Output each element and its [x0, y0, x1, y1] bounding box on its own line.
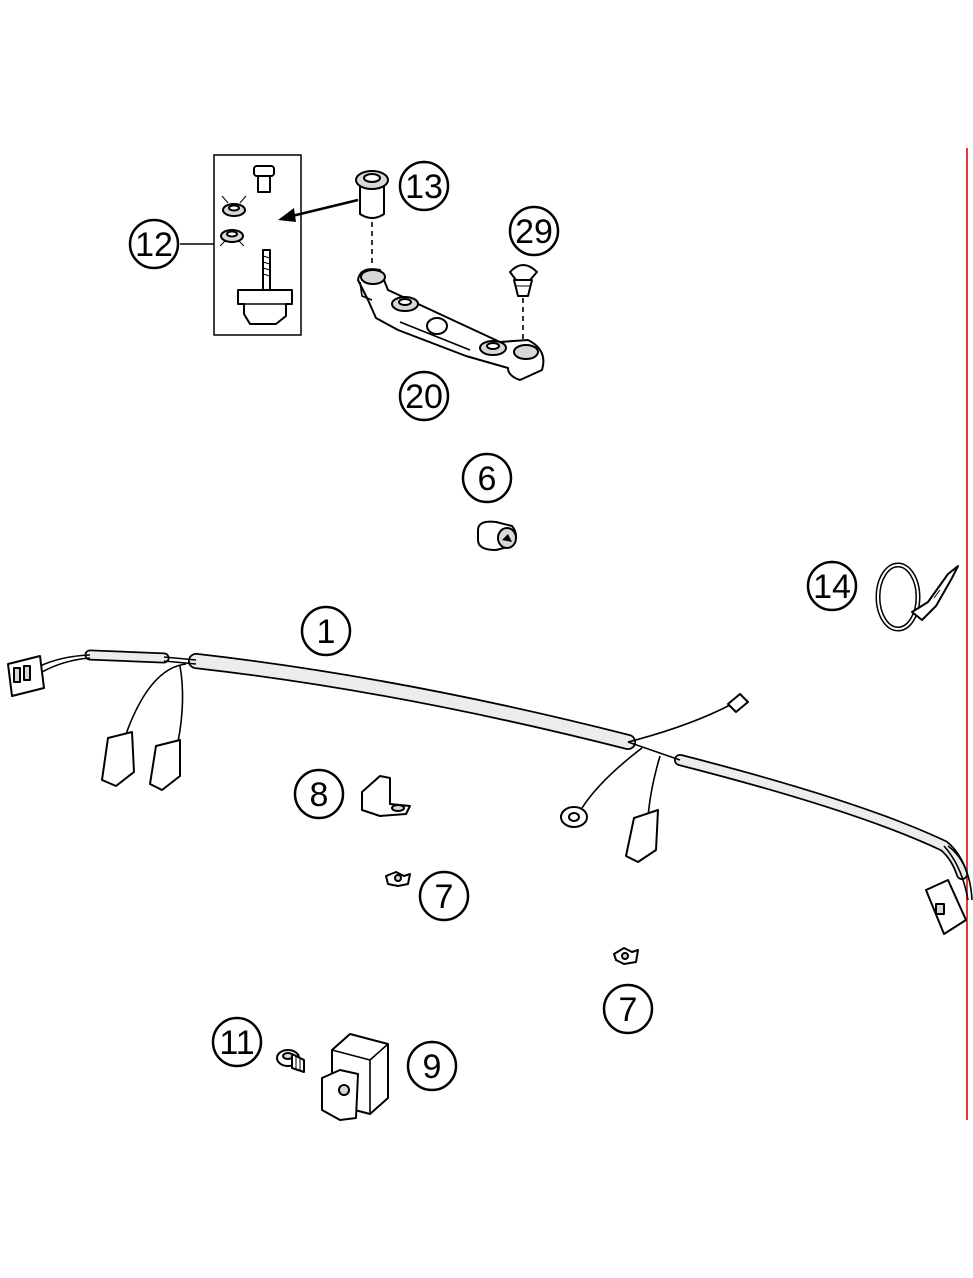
clip-part-7a: [385, 871, 411, 887]
svg-text:14: 14: [813, 568, 851, 606]
svg-text:20: 20: [405, 378, 443, 416]
pointer-arrow: [278, 198, 359, 222]
push-rivet-part-29: [509, 264, 538, 297]
svg-text:7: 7: [619, 991, 638, 1029]
callout-20: 20: [398, 370, 450, 422]
callout-29: 29: [508, 205, 560, 257]
callout-12: 12: [128, 218, 214, 270]
svg-text:13: 13: [405, 168, 443, 206]
detail-box-12: [213, 154, 302, 336]
callout-6: 6: [461, 452, 513, 504]
callout-9: 9: [406, 1040, 458, 1092]
svg-text:9: 9: [423, 1048, 442, 1086]
clip-part-7b: [613, 947, 639, 965]
nut-part: [219, 195, 247, 247]
svg-text:29: 29: [515, 213, 553, 251]
svg-text:6: 6: [478, 460, 497, 498]
screw-part-11: [276, 1049, 305, 1073]
callout-14: 14: [806, 560, 858, 612]
callout-8: 8: [293, 768, 345, 820]
callout-7a: 7: [418, 870, 470, 922]
wiring-harness-part-1: [7, 649, 973, 935]
stud-clip-part: [237, 249, 293, 325]
svg-text:7: 7: [435, 878, 454, 916]
cable-tie-part-14: [875, 562, 959, 632]
callout-11: 11: [211, 1016, 263, 1068]
small-bracket-part-8: [361, 775, 411, 817]
callout-13: 13: [398, 160, 450, 212]
svg-text:12: 12: [135, 226, 173, 264]
rubber-grommet-part-6: [477, 520, 517, 551]
svg-text:11: 11: [219, 1024, 254, 1062]
svg-text:8: 8: [310, 776, 329, 814]
bracket-part-20: [357, 268, 545, 381]
svg-text:1: 1: [317, 613, 336, 651]
grommet-part-13: [355, 170, 389, 219]
bolt-cap-part: [253, 165, 275, 193]
relay-module-part-9: [321, 1033, 389, 1121]
callout-7b: 7: [602, 983, 654, 1035]
callout-1: 1: [300, 605, 352, 657]
